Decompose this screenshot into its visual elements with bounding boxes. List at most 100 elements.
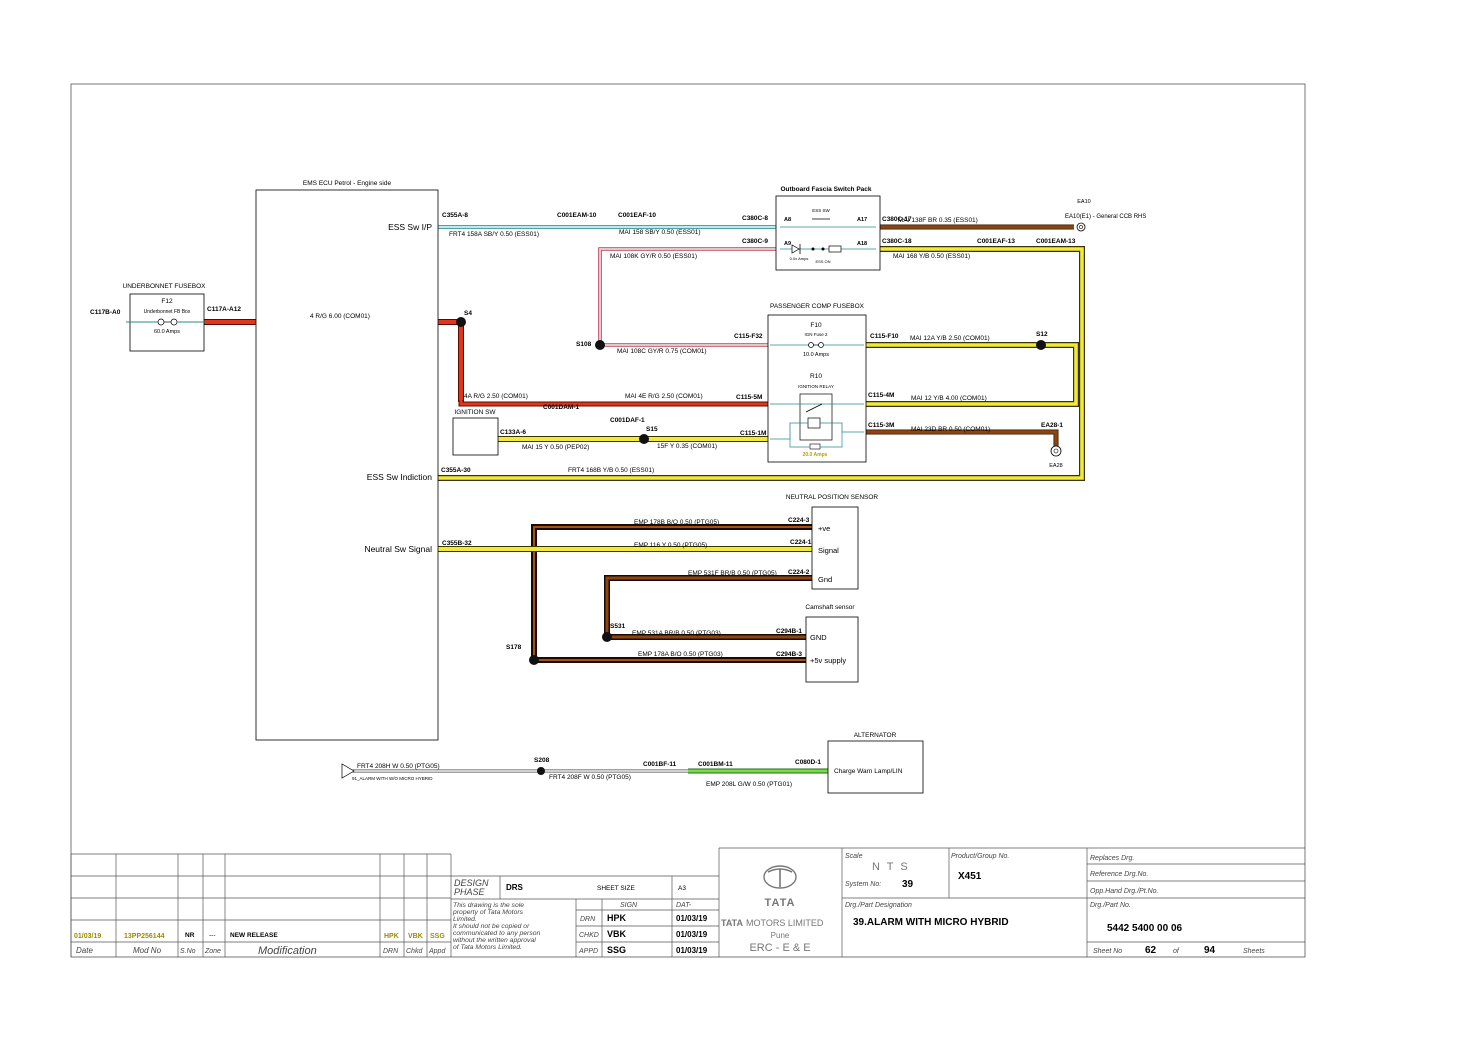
ecu-title: EMS ECU Petrol - Engine side	[303, 180, 392, 187]
neutral-pin-gnd: Gnd	[818, 575, 832, 584]
conn-c115-3m: C115-3M	[868, 422, 894, 429]
h-mod: Mod No	[133, 946, 162, 955]
alternator-box	[827, 740, 924, 794]
conn-s12: S12	[1036, 331, 1048, 338]
conn-c294b-3: C294B-3	[776, 651, 802, 658]
conn-c117a-a12: C117A-A12	[207, 306, 241, 313]
switch-pack: Outboard Fascia Switch Pack A8 A17 A9 A1…	[775, 186, 881, 271]
title-block	[70, 847, 1305, 957]
wire-label-531a: EMP 531A BR/B 0.50 (PTG03)	[632, 630, 721, 637]
conn-ea28-1: EA28-1	[1041, 422, 1063, 429]
relay-coil-return	[820, 422, 864, 433]
wire-108k-outer	[598, 247, 776, 347]
conn-c115-4m: C115-4M	[868, 392, 894, 399]
sheet-size-label: SHEET SIZE	[597, 885, 635, 892]
notice-line-1: This drawing is the sole	[453, 902, 524, 909]
offsheet-reference: 91_ALARM WITH W/O MICRO HYBRID	[341, 763, 433, 781]
wire-178	[533, 526, 812, 661]
designation-label: Drg./Part Designation	[845, 902, 912, 909]
scale-value: N T S	[872, 861, 910, 873]
wire-label-116: EMP 116 Y 0.50 (PTG05)	[634, 542, 707, 549]
switch-pin-a9: A9	[784, 241, 791, 247]
ems-ecu: EMS ECU Petrol - Engine side ESS Sw I/P …	[255, 180, 439, 741]
scale-label: Scale	[845, 853, 863, 860]
relay-resistor-icon	[809, 443, 821, 450]
conn-c001eaf-13: C001EAF-13	[977, 238, 1015, 245]
wire-108k	[599, 248, 776, 346]
wire-label-15f: 15F Y 0.35 (COM01)	[657, 443, 717, 450]
offsheet-label: 91_ALARM WITH W/O MICRO HYBRID	[352, 776, 433, 781]
tata-wordmark: TATA	[765, 897, 796, 909]
conn-c115-1m: C115-1M	[740, 430, 766, 437]
conn-c380c-18: C380C-18	[882, 238, 912, 245]
wire-label-178a: EMP 178A B/O 0.50 (PTG03)	[638, 651, 723, 658]
camshaft-sensor: Camshaft sensor GND +5v supply	[805, 604, 859, 683]
conn-s108: S108	[576, 341, 592, 348]
chkd-date: 01/03/19	[676, 930, 708, 939]
rev-chkd: VBK	[408, 933, 423, 940]
sign-header: SIGN	[620, 902, 638, 909]
wire-label-531f: EMP 531F BR/B 0.50 (PTG05)	[688, 570, 777, 577]
product-label: Product/Group No.	[951, 853, 1009, 860]
sheet-no-label: Sheet No	[1093, 948, 1122, 955]
ecu-pin-ess-sw-ip: ESS Sw I/P	[388, 222, 432, 232]
system-label: System No:	[845, 881, 881, 888]
ignition-switch-box	[452, 417, 499, 456]
switch-ess-sw-label: ESS SW	[812, 208, 830, 213]
wire-label-108c: MAI 108C GY/R 0.75 (COM01)	[617, 348, 707, 355]
conn-c001dam-1: C001DAM-1	[543, 404, 580, 411]
notice-line-4: It should not be copied or	[453, 923, 530, 930]
switch-pack-box	[775, 195, 881, 271]
switch-amps-label: 0.0x Amps	[790, 256, 809, 261]
switch-pin-a17: A17	[857, 217, 867, 223]
rev-appd: SSG	[430, 933, 445, 940]
relay-resistor-link	[789, 439, 810, 448]
passenger-fuse-rating: 10.0 Amps	[803, 352, 829, 358]
splice-s15	[639, 434, 649, 444]
appd-date: 01/03/19	[676, 946, 708, 955]
relay-frame	[799, 393, 833, 441]
conn-c380c-9: C380C-9	[742, 238, 768, 245]
title-block-text: 01/03/19 13PP256144 NR --- NEW RELEASE H…	[74, 853, 1265, 957]
wire-label-158a: FRT4 158A SB/Y 0.50 (ESS01)	[449, 231, 539, 238]
conn-c117b-a0: C117B-A0	[90, 309, 121, 316]
splice-s531	[602, 632, 612, 642]
ground-ea10: EA10 EA10(E1) - General CCB RHS	[1065, 199, 1146, 232]
resistor-icon	[828, 245, 842, 253]
conn-c001bm-11: C001BM-11	[698, 761, 733, 768]
relay-coil-icon	[807, 417, 821, 429]
splices	[456, 317, 1046, 775]
notice-line-6: without the written approval	[453, 937, 536, 944]
underbonnet-title: UNDERBONNET FUSEBOX	[123, 283, 207, 290]
sheets-label: Sheets	[1243, 948, 1265, 955]
conn-c115-f10: C115-F10	[870, 333, 899, 340]
tata-logo-icon	[763, 865, 797, 889]
switch-pin-a18: A18	[857, 241, 867, 247]
relay-contact-icon	[805, 403, 823, 413]
camshaft-sensor-title: Camshaft sensor	[805, 604, 855, 611]
wire-label-4: 4 R/G 6.00 (COM01)	[310, 313, 370, 320]
wire-label-12a: MAI 12A Y/B 2.50 (COM01)	[910, 335, 990, 342]
camshaft-sensor-box	[805, 616, 859, 683]
switch-pin-a8: A8	[784, 217, 791, 223]
appd-label: APPD	[578, 948, 598, 955]
drn-date: 01/03/19	[676, 914, 708, 923]
chkd-label: CHKD	[579, 932, 599, 939]
conn-c224-2: C224-2	[788, 569, 810, 576]
relay-coil-feed	[770, 422, 808, 440]
neutral-pin-ve: +ve	[818, 524, 830, 533]
h-modification: Modification	[258, 945, 317, 957]
tata-small-logo: TATA	[721, 918, 743, 928]
conn-c224-1: C224-1	[790, 539, 812, 546]
reference-label: Reference Drg.No.	[1090, 871, 1148, 878]
notice-line-2: property of Tata Motors	[452, 909, 524, 916]
conn-c115-f32: C115-F32	[734, 333, 763, 340]
ground-eyelet-icon	[1076, 222, 1086, 232]
underbonnet-fusebox: UNDERBONNET FUSEBOX F12 Underbonnet FB B…	[123, 283, 207, 352]
splice-s208	[537, 767, 545, 775]
conn-c080d-1: C080D-1	[795, 759, 821, 766]
conn-c380c-17: C380C-17	[882, 216, 912, 223]
ignition-switch-title: IGNITION SW	[454, 409, 496, 416]
wire-4a	[459, 400, 768, 406]
